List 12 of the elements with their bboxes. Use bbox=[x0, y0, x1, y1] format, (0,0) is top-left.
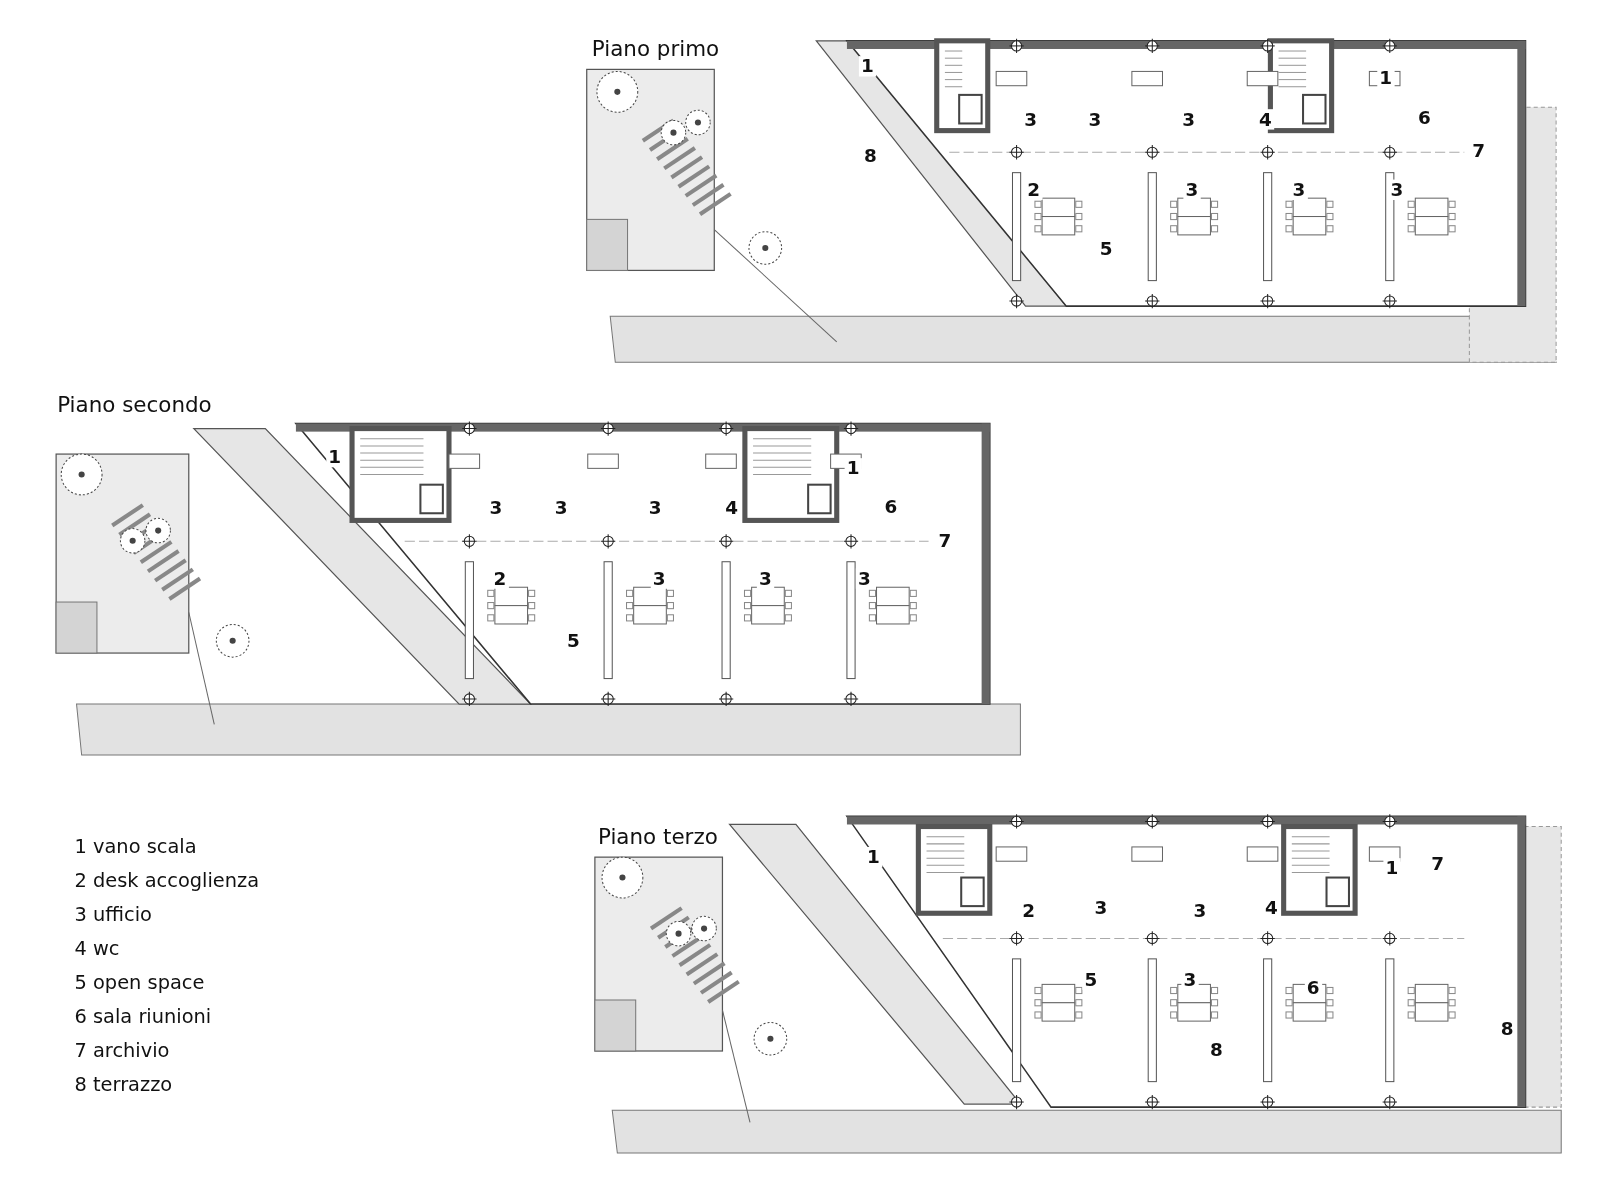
legend-entry: 8 terrazzo bbox=[74, 1072, 173, 1095]
legend-entry: 5 open space bbox=[74, 970, 205, 994]
legend-entry: 1 vano scala bbox=[74, 834, 197, 858]
legend-entry: 2 desk accoglienza bbox=[74, 868, 260, 892]
legend-entry: 4 wc bbox=[74, 936, 120, 960]
room-number: 1 bbox=[858, 56, 876, 77]
legend-entry: 3 ufficio bbox=[74, 902, 152, 926]
legend-entry: 6 sala riunioni bbox=[74, 1004, 212, 1028]
legend-entry: 7 archivio bbox=[74, 1038, 170, 1061]
room-number: 1 bbox=[1377, 67, 1395, 88]
room-number: 4 bbox=[1256, 109, 1274, 130]
room-number: 1 bbox=[865, 846, 882, 868]
